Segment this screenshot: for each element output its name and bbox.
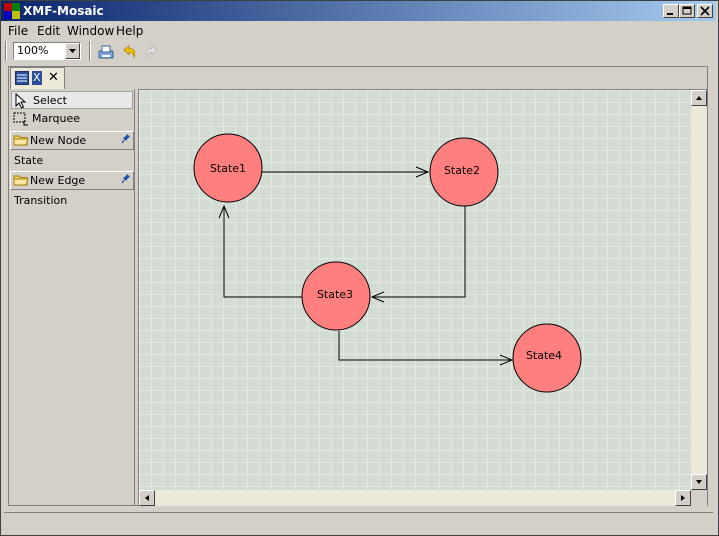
pin-icon[interactable] [121,133,131,150]
arrow-cursor-icon [15,92,27,115]
node-circle [512,323,582,393]
node-state3[interactable]: State3 [301,261,371,331]
diagram-svg: State1 State2 State3 State4 [193,133,582,393]
scroll-corner [691,490,707,506]
diagram-viewport: State1 State2 State3 State4 [138,89,708,506]
menu-help[interactable]: Help [116,24,144,38]
edge-state3-state4[interactable] [338,331,512,360]
node-circle [193,133,263,203]
palette-marquee-tool[interactable]: Marquee [11,110,135,128]
menu-file[interactable]: File [8,24,29,38]
palette-entry-state[interactable]: State [14,154,44,167]
close-window-button[interactable] [697,4,713,18]
status-bar [4,512,713,532]
node-label: State2 [444,164,480,177]
scroll-left-button[interactable] [139,490,155,506]
zoom-value: 100% [17,44,49,57]
edge-state2-state3[interactable] [372,206,466,297]
pin-icon[interactable] [121,173,131,190]
select-tool-label: Select [33,94,67,107]
undo-icon[interactable] [120,43,138,61]
horizontal-scrollbar[interactable] [139,490,691,506]
palette-select-tool[interactable]: Select [11,91,133,109]
redo-icon[interactable] [143,43,161,61]
scroll-up-button[interactable] [691,90,707,106]
marquee-tool-label: Marquee [32,112,81,125]
marquee-icon [13,112,29,132]
folder-icon [13,173,29,192]
node-circle [429,137,499,207]
drawer-new-edge-label: New Edge [30,174,86,187]
node-state1[interactable]: State1 [193,133,263,203]
vertical-scrollbar[interactable] [691,90,707,490]
node-state4[interactable]: State4 [512,323,582,393]
node-label: State4 [526,349,562,362]
drawer-new-edge[interactable]: New Edge [10,171,134,190]
editor-tab-icon [15,71,29,85]
drawer-new-node[interactable]: New Node [10,131,134,150]
scroll-right-button[interactable] [675,490,691,506]
tab-editor[interactable]: X ✕ [10,67,65,89]
maximize-button[interactable] [679,4,695,18]
node-label: State3 [317,288,353,301]
zoom-combo[interactable]: 100% [13,42,81,60]
minimize-button[interactable] [663,4,679,18]
edge-state3-state1[interactable] [224,206,303,298]
menu-edit[interactable]: Edit [37,24,61,38]
editor-tab-label: X [32,71,42,85]
title-bar[interactable]: XMF-Mosaic [1,1,716,21]
folder-icon [13,133,29,152]
node-state2[interactable]: State2 [429,137,499,207]
node-label: State1 [210,162,246,175]
scroll-down-button[interactable] [691,474,707,490]
diagram-canvas[interactable]: State1 State2 State3 State4 [139,90,691,490]
toolbar-grip [5,41,7,61]
palette: Select Marquee New Node State New Edge T… [9,89,135,505]
zoom-dropdown-button[interactable] [65,43,80,59]
app-icon [4,3,20,19]
print-icon[interactable] [97,43,115,61]
drawer-new-node-label: New Node [30,134,87,147]
toolbar-separator [89,41,91,61]
window-title: XMF-Mosaic [23,4,104,18]
close-icon[interactable]: ✕ [48,70,59,85]
node-circle [301,261,371,331]
menu-window[interactable]: Window [67,24,115,38]
palette-entry-transition[interactable]: Transition [14,194,68,207]
